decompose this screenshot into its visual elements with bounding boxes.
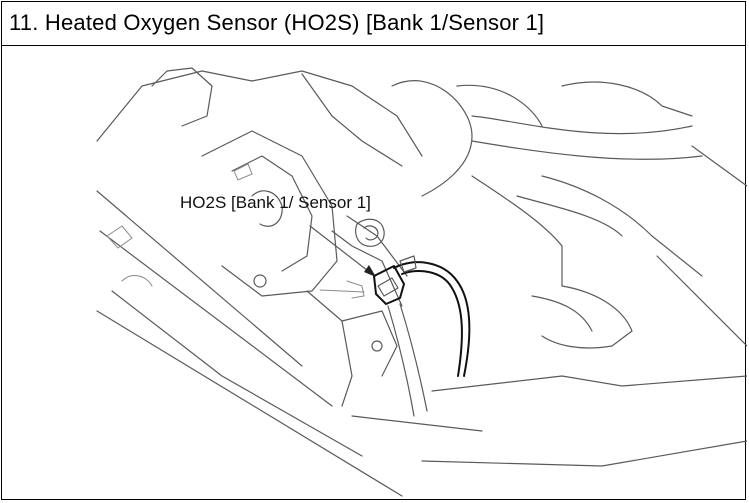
floor-line: [351, 415, 483, 432]
pipe-section: [331, 230, 403, 307]
right-upper-block: [561, 81, 693, 117]
bolt-circle-2: [371, 340, 383, 352]
engine-block-curve-2: [456, 84, 543, 127]
right-cover-2: [471, 175, 563, 287]
left-panel-outline: [96, 70, 253, 142]
manifold-shape: [201, 130, 338, 297]
right-lower-cover-2: [531, 295, 593, 332]
harness-lower: [387, 305, 415, 417]
small-connector-top: [233, 163, 253, 181]
small-bracket-left: [106, 225, 133, 249]
right-cover: [541, 175, 703, 277]
callout-leader-line: [309, 225, 373, 275]
right-pipe-top: [471, 115, 693, 135]
left-rail-2: [99, 230, 333, 407]
sensor-boss-inner: [363, 225, 379, 241]
lower-connector: [346, 280, 365, 299]
right-frame-edge: [656, 255, 747, 347]
oxygen-sensor-hex: [377, 277, 399, 297]
harness-lower-2: [399, 303, 428, 412]
left-rail-1: [96, 190, 303, 367]
callout-arrowhead: [364, 265, 376, 277]
sensor-wire-clip: [399, 255, 417, 273]
bolt-circle-1: [253, 274, 267, 288]
bottom-edge-2: [431, 375, 747, 392]
left-rail-3: [111, 290, 363, 457]
upper-structure-inner: [301, 73, 403, 167]
left-rail-4: [96, 310, 403, 497]
engine-line-drawing: HO2S [Bank 1/ Sensor 1]: [96, 67, 747, 497]
right-pipe-top-2: [471, 140, 703, 160]
upper-structure: [251, 70, 423, 157]
right-frame-edge-2: [691, 145, 747, 187]
right-cover-3: [516, 195, 623, 237]
bracket-lower-2: [341, 310, 398, 377]
manifold-inner: [231, 155, 313, 272]
sensor-wire-1: [393, 261, 471, 377]
engine-block-curve: [391, 80, 473, 197]
title-bar: 11. Heated Oxygen Sensor (HO2S) [Bank 1/…: [2, 2, 745, 46]
oxygen-sensor-body: [373, 265, 405, 305]
sensor-location-diagram: HO2S [Bank 1/ Sensor 1]: [2, 46, 747, 501]
small-hook-left: [121, 275, 153, 287]
page-title: 11. Heated Oxygen Sensor (HO2S) [Bank 1/…: [9, 10, 545, 35]
bracket-lower: [306, 290, 353, 407]
lower-callout-tick: [319, 289, 365, 293]
sensor-boss: [355, 218, 385, 247]
bottom-edge: [421, 440, 747, 467]
right-lower-cover: [541, 285, 633, 349]
sensor-wire-2: [401, 270, 463, 377]
manifold-flange: [251, 190, 283, 227]
callout-label: HO2S [Bank 1/ Sensor 1]: [180, 193, 371, 212]
upper-left-bracket: [151, 67, 213, 127]
